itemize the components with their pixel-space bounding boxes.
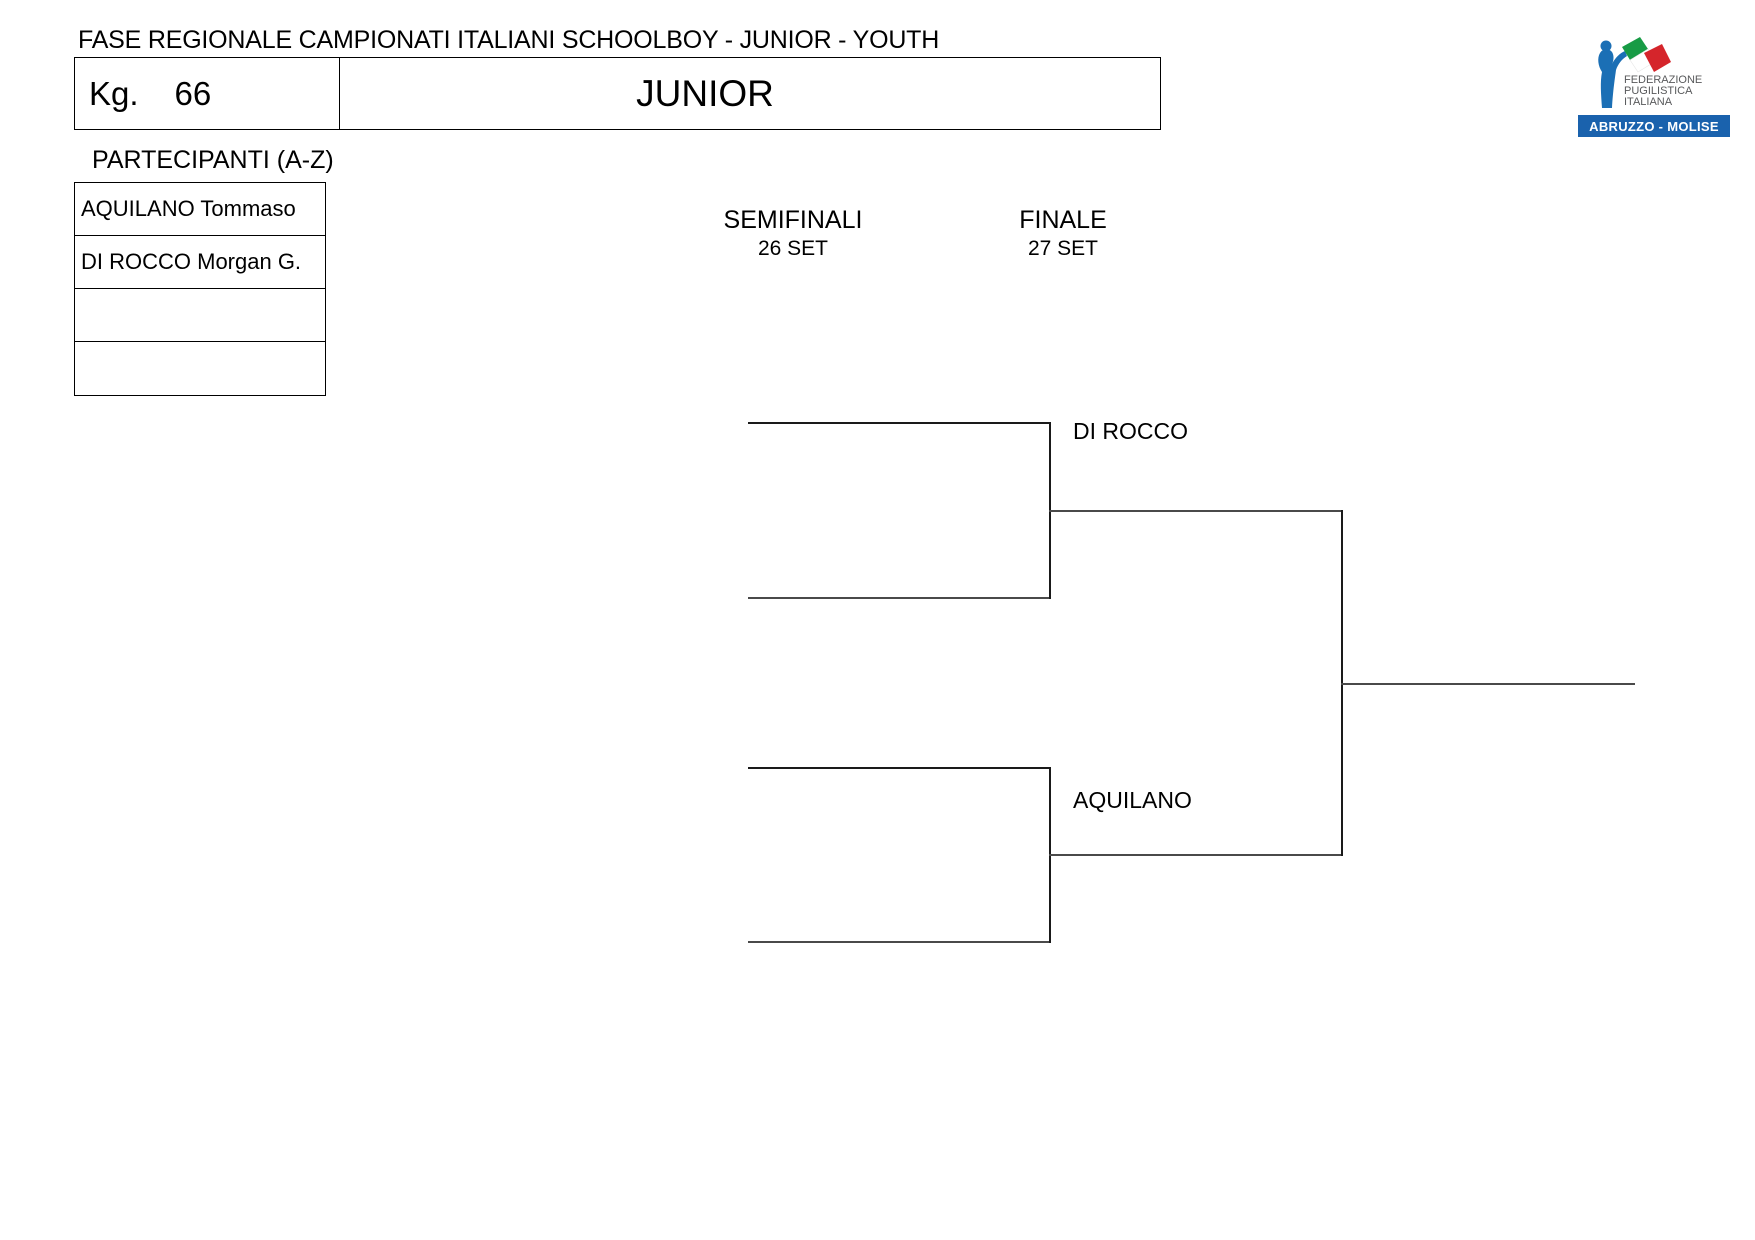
svg-text:FEDERAZIONE: FEDERAZIONE [1624, 74, 1702, 86]
final-lower-slot-line [1049, 854, 1343, 856]
participant-row[interactable] [75, 289, 325, 342]
participant-row[interactable]: DI ROCCO Morgan G. [75, 236, 325, 289]
weight-unit-label: Kg. [89, 74, 139, 112]
round-header-semifinali: SEMIFINALI 26 SET [660, 205, 926, 263]
svg-text:ITALIANA: ITALIANA [1624, 96, 1673, 108]
page-title: FASE REGIONALE CAMPIONATI ITALIANI SCHOO… [78, 26, 940, 54]
participants-table: AQUILANO Tommaso DI ROCCO Morgan G. [74, 182, 326, 396]
weight-value: 66 [174, 74, 212, 112]
participants-title: PARTECIPANTI (A-Z) [92, 146, 334, 174]
round-name: SEMIFINALI [723, 206, 863, 234]
round-header-finale: FINALE 27 SET [952, 205, 1174, 263]
federation-logo-icon: FEDERAZIONE PUGILISTICA ITALIANA [1598, 37, 1702, 108]
semifinal-top-upper-slot-line [748, 422, 1051, 424]
semifinal-bottom-winner[interactable]: AQUILANO [1073, 787, 1192, 813]
champion-slot-line [1341, 683, 1635, 685]
round-date: 26 SET [757, 237, 829, 260]
svg-text:PUGILISTICA: PUGILISTICA [1624, 85, 1693, 97]
participant-name: DI ROCCO Morgan G. [81, 249, 302, 274]
weight-class-cell: Kg. 66 [75, 58, 340, 129]
round-name: FINALE [1019, 206, 1107, 234]
round-date: 27 SET [1027, 237, 1099, 260]
semifinal-bottom-lower-slot-line [748, 941, 1051, 943]
semifinal-bottom-upper-slot-line [748, 767, 1051, 769]
final-upper-slot-line [1049, 510, 1343, 512]
participant-name: AQUILANO Tommaso [81, 196, 296, 221]
category-title: JUNIOR [636, 72, 774, 114]
semifinal-top-lower-slot-line [748, 597, 1051, 599]
participant-row[interactable] [75, 342, 325, 395]
region-banner: ABRUZZO - MOLISE [1578, 115, 1730, 137]
federation-logo: FEDERAZIONE PUGILISTICA ITALIANA ABRUZZO… [1578, 20, 1730, 137]
participant-row[interactable]: AQUILANO Tommaso [75, 183, 325, 236]
header-box: Kg. 66 JUNIOR [74, 57, 1161, 130]
semifinal-top-winner[interactable]: DI ROCCO [1073, 418, 1188, 444]
